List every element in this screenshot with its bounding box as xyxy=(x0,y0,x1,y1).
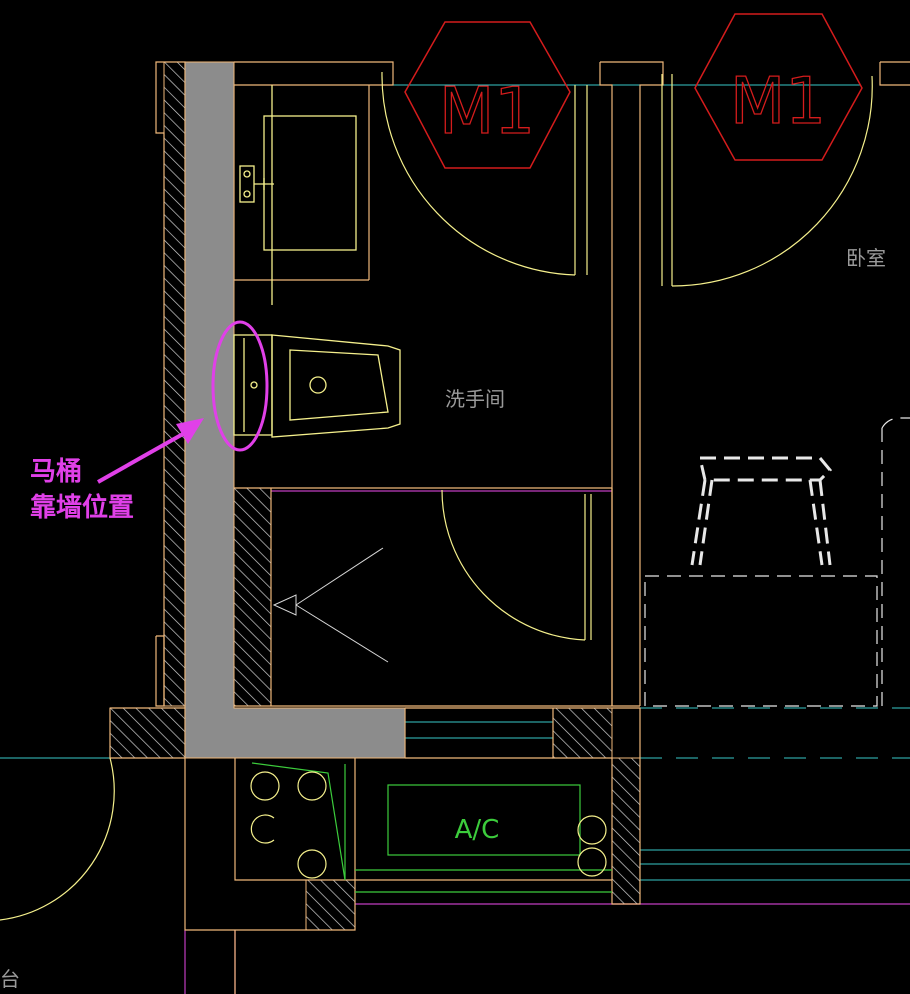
annotation-line-1: 马桶 xyxy=(30,457,83,487)
door-tag-right: M1 xyxy=(694,13,863,161)
room-label-bedroom: 卧室 xyxy=(846,246,886,270)
door-tag-1-text: M1 xyxy=(439,75,535,149)
door-tag-left: M1 xyxy=(404,21,571,169)
annotation-marker xyxy=(97,320,269,484)
grey-wall xyxy=(184,61,406,759)
washbasin xyxy=(239,85,357,305)
room-label-washroom: 洗手间 xyxy=(445,387,505,411)
door-swings xyxy=(0,71,873,921)
ac-label: A/C xyxy=(455,815,500,845)
cyan-grid-lines xyxy=(0,84,910,881)
shower-symbol xyxy=(272,547,389,663)
hatched-walls xyxy=(109,61,641,931)
ac-area: A/C xyxy=(250,762,612,893)
room-label-balcony: 阳台 xyxy=(0,967,20,991)
bedroom-furniture xyxy=(690,456,833,566)
toilet-fixture xyxy=(233,334,401,438)
bedroom-desk xyxy=(644,417,910,707)
annotation-label: 马桶 靠墙位置 xyxy=(30,454,134,526)
door-tag-2-text: M1 xyxy=(730,65,826,139)
annotation-line-2: 靠墙位置 xyxy=(30,493,135,523)
